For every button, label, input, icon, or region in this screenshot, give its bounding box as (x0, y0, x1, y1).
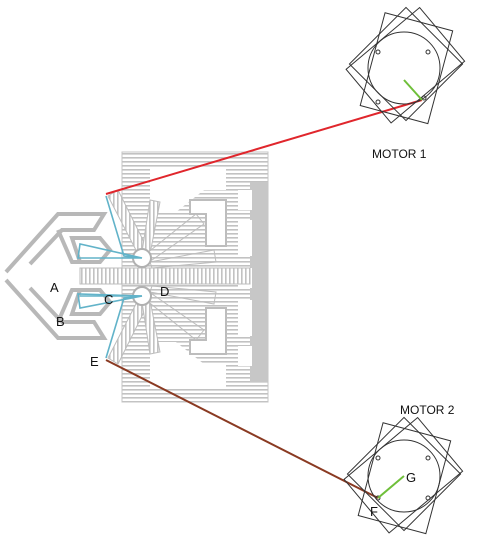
central-beam (79, 267, 251, 285)
label-point-e: E (90, 354, 99, 369)
linkage-upper (77, 195, 143, 259)
motor-1-screw-3 (375, 99, 381, 105)
motor-2-plate-b (343, 416, 464, 534)
motor-2-crank-arm (377, 475, 405, 499)
motor-2-screw-2 (425, 455, 431, 461)
motor-1-screw-4 (421, 95, 427, 101)
motor-1 (345, 6, 466, 125)
label-motor-2: MOTOR 2 (400, 403, 455, 417)
frame-slot-lower (189, 307, 227, 355)
frame-cutout-upper (150, 168, 226, 212)
motor-1-screw-1 (375, 49, 381, 55)
label-point-a: A (50, 280, 59, 295)
frame-slot-upper (189, 199, 227, 247)
linkage-lines (77, 195, 143, 359)
rail-notch-1 (238, 190, 252, 210)
jaw-lower-outer (4, 278, 108, 340)
label-motor-1: MOTOR 1 (372, 147, 427, 161)
motor-1-housing (367, 31, 441, 105)
label-point-b: B (56, 314, 65, 329)
label-point-f: F (370, 504, 378, 519)
labels: MOTOR 1 MOTOR 2 A B C D E F G (50, 147, 455, 519)
motor-2-screw-4 (375, 495, 381, 501)
jaw-lower-arm (56, 288, 80, 323)
motor-2-housing (367, 439, 441, 513)
frame-cutout-lower (150, 342, 226, 388)
wire-to-motor-2 (105, 359, 379, 499)
flexure-fans (107, 189, 217, 365)
wire-to-motor-1 (105, 99, 423, 195)
motor-1-screw-2 (425, 49, 431, 55)
frame-right-rail (250, 182, 268, 382)
mechanism-frame (79, 151, 269, 403)
flexure-upper-4 (149, 249, 217, 269)
motor-2-plate-a (346, 416, 462, 532)
label-point-c: C (104, 292, 113, 307)
motor-2 (343, 416, 464, 535)
label-point-g: G (406, 470, 416, 485)
motor-1-plate-c (359, 12, 454, 125)
linkage-lower (77, 293, 143, 359)
rail-notch-2 (238, 220, 252, 256)
flexure-lower-4 (149, 285, 217, 305)
motor-1-crank-arm (403, 79, 423, 101)
rail-notch-4 (238, 300, 252, 336)
motor-2-screw-3 (425, 495, 431, 501)
jaw-upper-arm (56, 229, 80, 264)
label-point-d: D (160, 284, 169, 299)
rail-notch-5 (238, 346, 252, 366)
jaw-upper-outer (4, 212, 108, 274)
motor-2-screw-1 (375, 455, 381, 461)
